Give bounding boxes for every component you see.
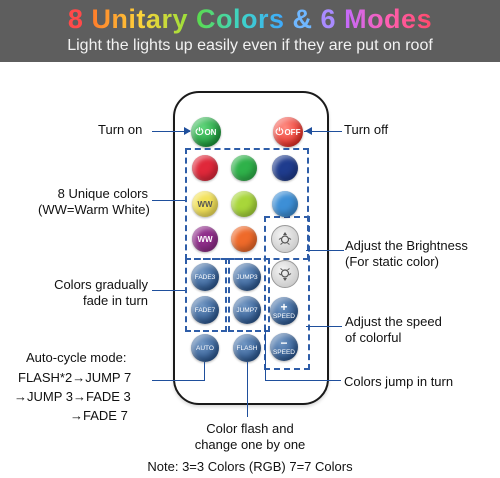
callout-speed: Adjust the speed	[345, 314, 442, 329]
jump7-button[interactable]: JUMP7	[233, 296, 261, 324]
callout-speed-2: of colorful	[345, 330, 402, 345]
auto-button[interactable]: AUTO	[191, 334, 219, 362]
fade3-button[interactable]: FADE3	[191, 263, 219, 291]
connector-line	[152, 290, 185, 291]
jump3-button[interactable]: JUMP3	[233, 263, 261, 291]
connector-line	[265, 328, 266, 380]
power-icon: ⏻	[195, 126, 204, 138]
plus-icon: +	[280, 300, 288, 314]
connector-line	[204, 362, 205, 380]
speed-up-label: SPEED	[272, 313, 296, 320]
color-button-green[interactable]	[231, 155, 257, 181]
callout-flash: Color flash and	[206, 421, 294, 436]
brightness-down-icon	[278, 268, 292, 281]
flash-button[interactable]: FLASH	[233, 334, 261, 362]
on-label: ON	[204, 127, 217, 137]
jump-group-outline	[228, 258, 270, 332]
callout-brightness-note: (For static color)	[345, 254, 439, 269]
color-button-orange[interactable]	[231, 226, 257, 252]
off-label: OFF	[284, 127, 301, 137]
header-banner	[0, 0, 500, 62]
brightness-up-icon	[278, 232, 292, 245]
color-button-dark-blue[interactable]	[272, 155, 298, 181]
callout-unique-colors: 8 Unique colors	[57, 186, 148, 201]
arrow-head-icon	[184, 127, 191, 135]
callout-gradual-fade-2: fade in turn	[82, 293, 148, 308]
arrow-head-icon	[305, 127, 312, 135]
connector-line	[304, 131, 342, 132]
page-title: 8 Unitary Colors & 6 Modes	[0, 4, 500, 35]
title-word: Modes	[344, 4, 433, 34]
color-button-red[interactable]	[192, 155, 218, 181]
connector-line	[247, 362, 248, 417]
color-button-light-green[interactable]	[231, 191, 257, 217]
title-word: &	[292, 4, 313, 34]
connector-line	[152, 200, 185, 201]
callout-flash-2: change one by one	[194, 437, 306, 452]
callout-brightness: Adjust the Brightness	[345, 238, 468, 253]
callout-auto-cycle: Auto-cycle mode:	[26, 350, 127, 365]
callout-gradual-fade: Colors gradually	[54, 277, 148, 292]
brightness-group-outline	[264, 216, 310, 370]
title-word: 6	[320, 4, 337, 34]
callout-auto-cycle-3: →JUMP 3→FADE 3	[14, 389, 131, 404]
connector-line	[152, 131, 190, 132]
power-off-button[interactable]: ⏻ OFF	[273, 117, 303, 147]
power-on-button[interactable]: ⏻ ON	[191, 117, 221, 147]
connector-line	[306, 250, 344, 251]
callout-jump-turn: Colors jump in turn	[344, 374, 454, 389]
brightness-down-button[interactable]	[271, 260, 299, 288]
footer-note: Note: 3=3 Colors (RGB) 7=7 Colors	[147, 459, 353, 474]
callout-turn-off: Turn off	[344, 122, 389, 137]
color-button-warm-white[interactable]: WW	[192, 191, 218, 217]
speed-down-button[interactable]: − SPEED	[270, 333, 298, 361]
fade-group-outline	[185, 258, 227, 332]
minus-icon: −	[280, 336, 288, 350]
speed-down-label: SPEED	[272, 349, 296, 356]
callout-turn-on: Turn on	[98, 122, 143, 137]
title-word: Unitary	[91, 4, 188, 34]
callout-auto-cycle-2: FLASH*2→JUMP 7	[18, 370, 132, 385]
connector-line	[152, 380, 205, 381]
fade7-button[interactable]: FADE7	[191, 296, 219, 324]
color-button-purple[interactable]: WW	[192, 226, 218, 252]
speed-up-button[interactable]: + SPEED	[270, 297, 298, 325]
connector-line	[265, 380, 341, 381]
title-word: 8	[67, 4, 84, 34]
title-word: Colors	[195, 4, 285, 34]
connector-line	[306, 326, 342, 327]
callout-auto-cycle-4: →FADE 7	[70, 408, 128, 423]
color-button-sky-blue[interactable]	[272, 191, 298, 217]
callout-warm-white: (WW=Warm White)	[38, 202, 150, 217]
power-icon: ⏻	[275, 126, 284, 138]
brightness-up-button[interactable]	[271, 225, 299, 253]
page-subtitle: Light the lights up easily even if they …	[67, 37, 433, 54]
